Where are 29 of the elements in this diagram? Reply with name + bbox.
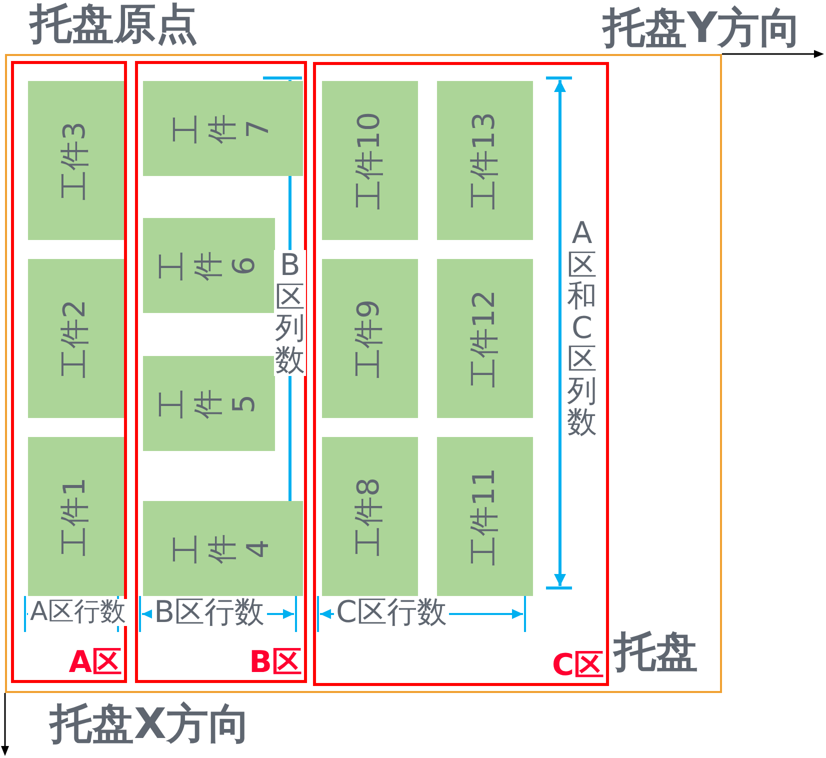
zone-label: A区 [68, 648, 122, 678]
workpiece-box: 工件9 [322, 259, 418, 418]
workpiece-box: 工件5 [143, 356, 275, 451]
workpiece-box: 工件4 [143, 501, 303, 596]
dimension-label: A区行数 [28, 599, 128, 626]
workpiece-box: 工件2 [28, 259, 124, 418]
pallet-label: 托盘 [614, 631, 698, 673]
workpiece-box: 工件12 [437, 259, 533, 418]
zone-box [135, 61, 307, 683]
workpiece-box: 工件8 [322, 437, 418, 596]
zone-box [11, 61, 127, 683]
workpiece-box: 工件7 [143, 81, 303, 176]
pallet-frame [5, 54, 722, 693]
workpiece-box: 工件10 [322, 81, 418, 240]
dimension-label: B区列数 [274, 250, 306, 376]
workpiece-box: 工件3 [28, 81, 124, 240]
workpiece-box: 工件11 [437, 437, 533, 596]
workpiece-box: 工件1 [28, 437, 124, 596]
dimension-label: B区行数 [152, 597, 267, 628]
axis-label: 托盘X方向 [50, 702, 250, 746]
zone-box [313, 62, 609, 686]
zone-label: B区 [249, 648, 302, 678]
dimension-label: A区和C区列数 [566, 218, 598, 438]
workpiece-box: 工件6 [143, 218, 275, 313]
heading: 托盘原点 [30, 2, 198, 46]
zone-label: C区 [552, 651, 604, 681]
dimension-label: C区行数 [334, 597, 449, 628]
axis-label: 托盘Y方向 [603, 6, 802, 50]
workpiece-box: 工件13 [437, 81, 533, 240]
